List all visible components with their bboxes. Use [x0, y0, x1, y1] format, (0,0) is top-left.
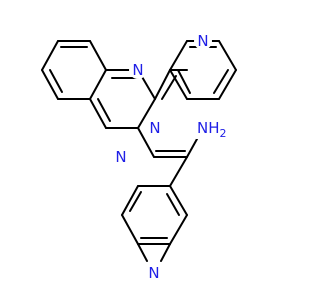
- atom-n-imine: N: [115, 148, 126, 166]
- atom-nh2-amidine: NH2: [197, 119, 227, 140]
- atom-n-pyridine-bottom: N: [148, 264, 159, 282]
- molecule-structure-diagram: N N N N NH2 N: [41, 32, 237, 282]
- pyridine-ring-bottom: [121, 185, 188, 245]
- atom-n-pyridine-top: N: [197, 32, 208, 50]
- atom-n-quinazoline-3: N: [149, 119, 160, 137]
- pyridine-ring-bottom-n-bonds: [137, 243, 171, 262]
- atom-labels: N N N N NH2 N: [112, 32, 229, 282]
- amidine-linker: [137, 127, 203, 187]
- pyridine-ring-top: [169, 40, 237, 100]
- atom-n-quinazoline-1: N: [132, 61, 143, 79]
- quinazoline-ring: [41, 40, 177, 129]
- nh2-subscript: 2: [220, 127, 227, 140]
